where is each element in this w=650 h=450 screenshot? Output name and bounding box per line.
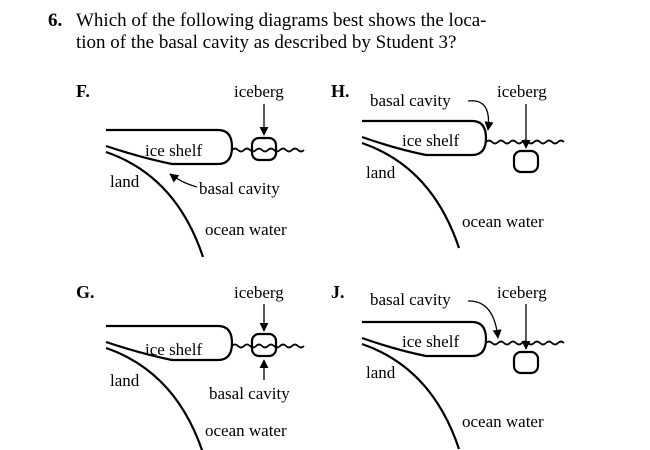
option-j-water-surface [485, 340, 565, 346]
option-f-ice-shelf [105, 128, 234, 166]
option-g-iceberg [250, 332, 278, 358]
option-h-ice-shelf-label: ice shelf [402, 131, 459, 150]
question-text-line-2: tion of the basal cavity as described by… [76, 32, 457, 53]
option-f-water-surface [231, 147, 305, 153]
option-f-ocean-water-label: ocean water [205, 220, 287, 239]
option-j-ice-shelf-label: ice shelf [402, 332, 459, 351]
option-f-basal-cavity-arrow [169, 173, 198, 188]
option-j-letter: J. [331, 282, 345, 302]
option-f[interactable]: F. iceberg ice shelf land basal cavity o… [76, 81, 305, 258]
option-j[interactable]: J. iceberg basal cavity ice shelf land o… [331, 282, 565, 450]
option-f-ice-shelf-label: ice shelf [145, 141, 202, 160]
option-g-iceberg-label: iceberg [234, 283, 284, 302]
option-f-land-label: land [110, 172, 140, 191]
option-g-ice-shelf [105, 324, 234, 362]
option-h-land-curve [361, 141, 461, 249]
option-g-letter: G. [76, 282, 95, 302]
option-f-iceberg [250, 136, 278, 162]
option-g-water-surface [231, 343, 305, 349]
option-g-ocean-water-label: ocean water [205, 421, 287, 440]
option-h-basal-cavity-label: basal cavity [370, 91, 451, 110]
question-text-line-1: Which of the following diagrams best sho… [76, 10, 487, 31]
option-j-basal-cavity-label: basal cavity [370, 290, 451, 309]
option-j-ice-shelf [361, 320, 488, 358]
option-h-iceberg [512, 149, 540, 174]
option-j-land-curve [361, 342, 461, 450]
option-h-iceberg-label: iceberg [497, 82, 547, 101]
option-g-basal-cavity-label: basal cavity [209, 384, 290, 403]
option-g-land-label: land [110, 371, 140, 390]
option-h-ice-shelf [361, 119, 488, 157]
option-h-land-label: land [366, 163, 396, 182]
option-f-letter: F. [76, 81, 90, 101]
option-f-iceberg-label: iceberg [234, 82, 284, 101]
option-j-iceberg [512, 350, 540, 375]
option-h[interactable]: H. iceberg basal cavity ice shelf land o… [331, 81, 565, 249]
option-g-land-curve [105, 346, 204, 450]
option-h-basal-cavity-arrow [467, 100, 494, 131]
option-f-basal-cavity-label: basal cavity [199, 179, 280, 198]
option-j-land-label: land [366, 363, 396, 382]
option-g[interactable]: G. iceberg ice shelf land basal cavity o… [76, 282, 305, 450]
option-j-iceberg-label: iceberg [497, 283, 547, 302]
option-h-water-surface [485, 139, 565, 145]
option-h-ocean-water-label: ocean water [462, 212, 544, 231]
option-j-ocean-water-label: ocean water [462, 412, 544, 431]
option-h-letter: H. [331, 81, 350, 101]
option-j-basal-cavity-arrow [467, 300, 502, 339]
option-f-land-curve [105, 150, 205, 258]
option-g-ice-shelf-label: ice shelf [145, 340, 202, 359]
question-number: 6. [48, 10, 63, 31]
